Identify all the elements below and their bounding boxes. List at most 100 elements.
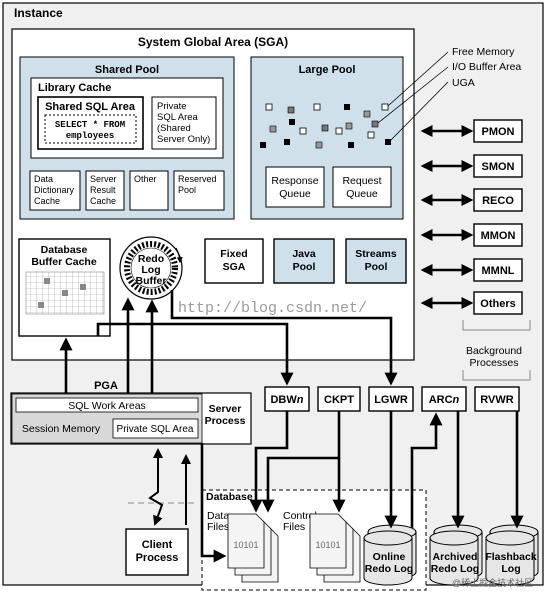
client-process-line2: Process <box>136 552 179 564</box>
smon-process <box>473 154 523 178</box>
arcn-process <box>421 386 467 412</box>
data-dictionary-line2: Dictionary <box>34 185 75 195</box>
shared-sql-area-title: Shared SQL Area <box>45 101 136 113</box>
response-queue <box>265 166 325 208</box>
blog-watermark: http://blog.csdn.net/ <box>178 300 367 317</box>
reserved-pool <box>173 170 225 211</box>
data-file-glyph: 10101 <box>233 540 258 550</box>
fixed-sga-line2: SGA <box>223 261 246 273</box>
redo-line3: Buffer <box>136 275 167 287</box>
sga-title: System Global Area (SGA) <box>138 35 288 49</box>
data-files-line2: Files <box>207 521 229 533</box>
request-queue <box>332 166 392 208</box>
data-files-line1: Data <box>207 510 229 522</box>
private-sql-line3: (Shared <box>157 123 191 134</box>
streams-pool-line2: Pool <box>365 261 388 273</box>
control-files-line2: Files <box>283 521 305 533</box>
data-files-icon: 10101 <box>227 513 279 583</box>
shared-pool-title: Shared Pool <box>95 64 159 76</box>
data-dictionary-cache <box>29 170 81 211</box>
private-sql-line1: Private <box>157 101 187 112</box>
request-queue-line1: Request <box>342 175 381 187</box>
mmnl-label: MMNL <box>482 265 515 277</box>
sql-statement-line1: SELECT * FROM <box>55 120 125 130</box>
mmon-process <box>473 223 523 247</box>
fixed-sga <box>204 238 264 284</box>
buffer-cache-line1: Database <box>41 244 88 256</box>
sql-work-areas-label: SQL Work Areas <box>68 400 146 412</box>
others-label: Others <box>480 298 515 310</box>
sql-statement-line2: employees <box>66 131 115 141</box>
streams-pool-line1: Streams <box>355 248 397 260</box>
redo-line1: Redo <box>138 253 164 265</box>
dbwn-label: DBWn <box>270 394 303 406</box>
client-process-line1: Client <box>142 539 173 551</box>
control-files-icon: 10101 <box>309 513 361 583</box>
java-pool-line2: Pool <box>293 261 316 273</box>
others-process <box>473 291 523 315</box>
private-sql-line4: Server Only) <box>157 134 210 145</box>
pga-private-sql-area-label: Private SQL Area <box>117 424 194 435</box>
flashback-log-icon: Flashback Log <box>485 524 539 586</box>
server-result-line3: Cache <box>90 196 116 206</box>
instance-title: Instance <box>14 6 63 20</box>
response-queue-line1: Response <box>271 175 318 187</box>
ckpt-label: CKPT <box>324 394 354 406</box>
flashback-line2: Log <box>501 563 520 575</box>
background-process-column <box>420 125 474 309</box>
reserved-pool-line2: Pool <box>178 185 196 195</box>
legend-io-buffer-area: I/O Buffer Area <box>452 61 521 73</box>
sql-statement-box <box>44 114 137 144</box>
online-redo-line1: Online <box>373 551 406 563</box>
other-line1: Other <box>134 174 157 184</box>
other-box <box>129 170 169 211</box>
memory-blocks <box>260 103 391 149</box>
session-memory-label: Session Memory <box>22 423 101 435</box>
java-pool-line1: Java <box>292 248 316 260</box>
reserved-pool-line1: Reserved <box>178 174 217 184</box>
response-queue-line2: Queue <box>279 188 311 200</box>
server-result-cache <box>85 170 125 211</box>
server-result-line1: Server <box>90 174 117 184</box>
background-processes-label-2: Processes <box>469 357 518 369</box>
library-cache-title: Library Cache <box>38 82 111 94</box>
server-process-line1: Server <box>209 403 242 415</box>
request-queue-line2: Queue <box>346 188 378 200</box>
online-redo-log-icon: Online Redo Log <box>363 524 417 586</box>
background-processes-label-1: Background <box>466 345 522 357</box>
fixed-sga-line1: Fixed <box>220 248 247 260</box>
data-dictionary-line3: Cache <box>34 196 60 206</box>
flashback-line1: Flashback <box>485 551 537 563</box>
rvwr-label: RVWR <box>480 394 513 406</box>
client-server-connection <box>148 448 164 526</box>
client-process <box>125 528 189 576</box>
control-file-glyph: 10101 <box>315 540 340 550</box>
database-title: Database <box>206 491 253 503</box>
dbwn-process <box>264 386 310 412</box>
streams-pool <box>345 238 407 284</box>
reco-label: RECO <box>482 195 514 207</box>
sql-work-areas <box>15 397 199 413</box>
reco-process <box>473 188 523 212</box>
corner-watermark: @稀土掘金技术社区 <box>452 577 533 588</box>
archived-redo-log-icon: Archived Redo Log <box>429 524 483 586</box>
pga-title: PGA <box>94 380 118 392</box>
legend-uga: UGA <box>452 77 475 89</box>
large-pool-title: Large Pool <box>299 64 356 76</box>
pga-private-sql-area <box>112 418 199 439</box>
java-pool <box>273 238 335 284</box>
control-files-line1: Control <box>283 510 317 522</box>
server-process-line2: Process <box>205 415 246 427</box>
rvwr-process <box>474 386 520 412</box>
archived-redo-line2: Redo Log <box>431 563 479 575</box>
pmon-label: PMON <box>482 126 515 138</box>
private-sql-area-shared-server <box>151 96 217 150</box>
legend-free-memory: Free Memory <box>452 46 515 58</box>
mmnl-process <box>473 258 523 282</box>
mmon-label: MMON <box>481 230 516 242</box>
buffer-cache-line2: Buffer Cache <box>31 256 97 268</box>
online-redo-line2: Redo Log <box>365 563 413 575</box>
archived-redo-line1: Archived <box>433 551 478 563</box>
data-dictionary-line1: Data <box>34 174 53 184</box>
ckpt-process <box>317 386 361 412</box>
